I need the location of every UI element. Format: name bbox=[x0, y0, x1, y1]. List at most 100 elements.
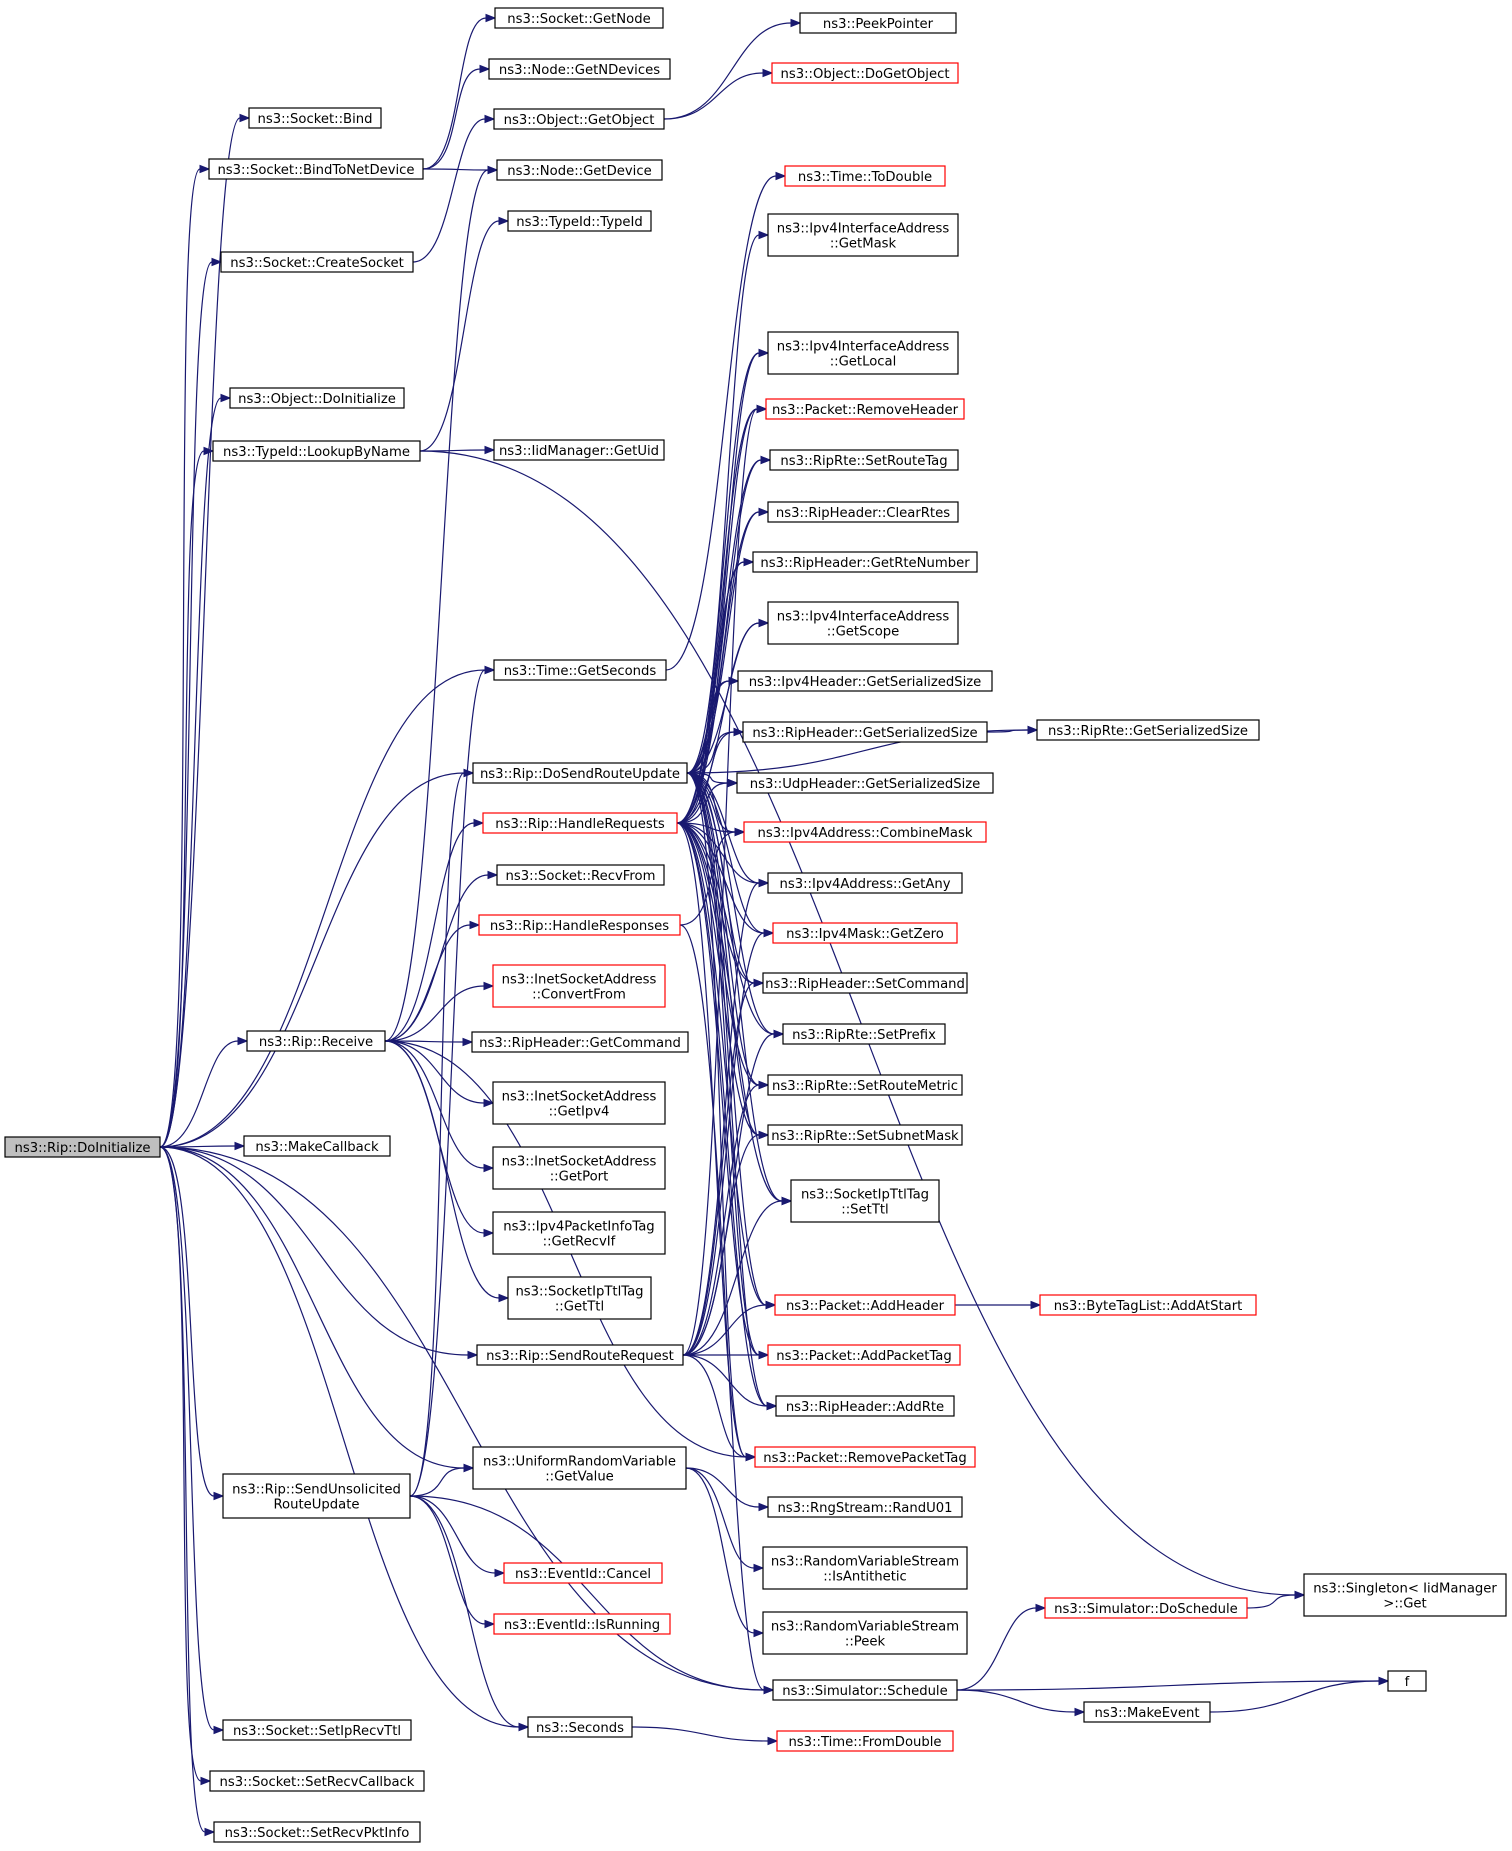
node-label: ns3::Ipv4Address::GetAny bbox=[779, 877, 950, 892]
node-rip-sendreq[interactable]: ns3::Rip::SendRouteRequest bbox=[476, 1344, 684, 1366]
node-hdr-getrtenum[interactable]: ns3::RipHeader::GetRteNumber bbox=[752, 551, 978, 573]
node-box bbox=[493, 108, 665, 130]
node-sock-bindnd[interactable]: ns3::Socket::BindToNetDevice bbox=[208, 158, 424, 180]
node-bytetag-addatstart[interactable]: ns3::ByteTagList::AddAtStart bbox=[1039, 1294, 1257, 1316]
node-pkt-removepackettag[interactable]: ns3::Packet::RemovePacketTag bbox=[754, 1446, 976, 1468]
node-label: ns3::RipHeader::SetCommand bbox=[765, 977, 965, 992]
node-sock-setrecvcb[interactable]: ns3::Socket::SetRecvCallback bbox=[209, 1770, 425, 1792]
node-box bbox=[472, 762, 688, 784]
node-label: ns3::Ipv4InterfaceAddress bbox=[777, 222, 950, 237]
node-obj-getobject[interactable]: ns3::Object::GetObject bbox=[493, 108, 665, 130]
node-ttltag-getttl[interactable]: ns3::SocketIpTtlTag::GetTtl bbox=[507, 1276, 652, 1320]
node-pktinfo-getrecvif[interactable]: ns3::Ipv4PacketInfoTag::GetRecvIf bbox=[492, 1211, 666, 1255]
node-urv-getvalue[interactable]: ns3::UniformRandomVariable::GetValue bbox=[472, 1446, 687, 1490]
call-edge bbox=[384, 1040, 495, 1173]
node-rvs-isantithetic[interactable]: ns3::RandomVariableStream::IsAntithetic bbox=[762, 1546, 968, 1590]
node-rvs-peek[interactable]: ns3::RandomVariableStream::Peek bbox=[762, 1611, 968, 1655]
node-rip-handlereq[interactable]: ns3::Rip::HandleRequests bbox=[482, 812, 678, 834]
node-node-getdevice[interactable]: ns3::Node::GetDevice bbox=[496, 159, 663, 181]
node-rip-handleresp[interactable]: ns3::Rip::HandleResponses bbox=[478, 914, 681, 936]
node-inet-getipv4[interactable]: ns3::InetSocketAddress::GetIpv4 bbox=[492, 1081, 666, 1125]
call-edge bbox=[663, 68, 774, 120]
node-time-getseconds[interactable]: ns3::Time::GetSeconds bbox=[493, 659, 667, 681]
node-box bbox=[243, 1135, 391, 1157]
node-singleton-get[interactable]: ns3::Singleton< IidManager >::Get bbox=[1303, 1573, 1507, 1617]
node-f[interactable]: f bbox=[1387, 1670, 1427, 1692]
node-udphdr-size[interactable]: ns3::UdpHeader::GetSerializedSize bbox=[736, 772, 994, 794]
node-riprte-size[interactable]: ns3::RipRte::GetSerializedSize bbox=[1036, 719, 1260, 741]
node-eventid-isrunning[interactable]: ns3::EventId::IsRunning bbox=[493, 1613, 671, 1635]
node-time-todouble[interactable]: ns3::Time::ToDouble bbox=[784, 165, 946, 187]
node-rng-randu01[interactable]: ns3::RngStream::RandU01 bbox=[767, 1496, 963, 1518]
node-eventid-cancel[interactable]: ns3::EventId::Cancel bbox=[503, 1562, 663, 1584]
node-inet-getport[interactable]: ns3::InetSocketAddress::GetPort bbox=[492, 1146, 666, 1190]
node-box bbox=[208, 158, 424, 180]
node-mask-getzero[interactable]: ns3::Ipv4Mask::GetZero bbox=[772, 922, 958, 944]
node-box bbox=[4, 1136, 161, 1158]
node-sock-setiprecvttl[interactable]: ns3::Socket::SetIpRecvTtl bbox=[222, 1719, 412, 1741]
node-label: ns3::TypeId::TypeId bbox=[516, 215, 643, 230]
node-time-fromdouble[interactable]: ns3::Time::FromDouble bbox=[776, 1730, 954, 1752]
node-seconds[interactable]: ns3::Seconds bbox=[527, 1716, 633, 1738]
call-edge bbox=[159, 1146, 216, 1837]
node-iid-getuid[interactable]: ns3::IidManager::GetUid bbox=[493, 439, 665, 461]
node-ifaddr-getlocal[interactable]: ns3::Ipv4InterfaceAddress::GetLocal bbox=[767, 331, 959, 375]
node-box bbox=[472, 1446, 687, 1490]
node-ttltag-setttl[interactable]: ns3::SocketIpTtlTag::SetTtl bbox=[790, 1179, 940, 1223]
call-edge bbox=[384, 981, 495, 1042]
node-node-getndev[interactable]: ns3::Node::GetNDevices bbox=[488, 58, 671, 80]
node-makecallback[interactable]: ns3::MakeCallback bbox=[243, 1135, 391, 1157]
node-hdr-clearrtes[interactable]: ns3::RipHeader::ClearRtes bbox=[767, 501, 959, 523]
node-obj-doinit[interactable]: ns3::Object::DoInitialize bbox=[229, 387, 405, 409]
node-root[interactable]: ns3::Rip::DoInitialize bbox=[4, 1136, 161, 1158]
node-typeid-typeid[interactable]: ns3::TypeId::TypeId bbox=[507, 210, 652, 232]
node-typeid-lookup[interactable]: ns3::TypeId::LookupByName bbox=[212, 440, 421, 462]
node-rte-setsubnetmask[interactable]: ns3::RipRte::SetSubnetMask bbox=[767, 1124, 963, 1146]
node-sock-setrecvpktinfo[interactable]: ns3::Socket::SetRecvPktInfo bbox=[213, 1821, 421, 1843]
node-hdr-getcommand[interactable]: ns3::RipHeader::GetCommand bbox=[471, 1031, 689, 1053]
node-rip-dosend[interactable]: ns3::Rip::DoSendRouteUpdate bbox=[472, 762, 688, 784]
node-obj-dogetobject[interactable]: ns3::Object::DoGetObject bbox=[771, 62, 959, 84]
node-sim-schedule[interactable]: ns3::Simulator::Schedule bbox=[772, 1679, 958, 1701]
node-box bbox=[776, 1730, 954, 1752]
node-riphdr-size[interactable]: ns3::RipHeader::GetSerializedSize bbox=[742, 721, 988, 743]
node-label: ns3::Object::GetObject bbox=[504, 113, 655, 128]
node-sim-doschedule[interactable]: ns3::Simulator::DoSchedule bbox=[1044, 1597, 1248, 1619]
node-box bbox=[752, 551, 978, 573]
node-rte-setroutemetric[interactable]: ns3::RipRte::SetRouteMetric bbox=[767, 1074, 963, 1096]
call-edge bbox=[159, 257, 223, 1148]
node-inet-convertfrom[interactable]: ns3::InetSocketAddress::ConvertFrom bbox=[492, 964, 666, 1008]
node-ipv4hdr-size[interactable]: ns3::Ipv4Header::GetSerializedSize bbox=[737, 670, 993, 692]
node-hdr-setcommand[interactable]: ns3::RipHeader::SetCommand bbox=[762, 972, 968, 994]
node-addr-combinemask[interactable]: ns3::Ipv4Address::CombineMask bbox=[743, 821, 987, 843]
node-box bbox=[494, 7, 664, 29]
call-edge bbox=[159, 1146, 479, 1360]
node-makeevent[interactable]: ns3::MakeEvent bbox=[1083, 1701, 1211, 1723]
call-edge bbox=[159, 768, 475, 1148]
node-pkt-addheader[interactable]: ns3::Packet::AddHeader bbox=[774, 1294, 956, 1316]
node-pkt-addpackettag[interactable]: ns3::Packet::AddPacketTag bbox=[767, 1344, 961, 1366]
node-pkt-removeheader[interactable]: ns3::Packet::RemoveHeader bbox=[765, 398, 965, 420]
node-sock-bind[interactable]: ns3::Socket::Bind bbox=[248, 107, 382, 129]
call-edge bbox=[419, 216, 510, 452]
node-rte-setroutetag[interactable]: ns3::RipRte::SetRouteTag bbox=[769, 449, 959, 471]
node-addr-getany[interactable]: ns3::Ipv4Address::GetAny bbox=[767, 872, 963, 894]
call-edge bbox=[682, 1354, 778, 1411]
node-sock-getnode[interactable]: ns3::Socket::GetNode bbox=[494, 7, 664, 29]
node-rip-receive[interactable]: ns3::Rip::Receive bbox=[246, 1030, 386, 1052]
edges-layer bbox=[159, 13, 1390, 1837]
node-sock-create[interactable]: ns3::Socket::CreateSocket bbox=[220, 251, 414, 273]
node-ifaddr-getmask[interactable]: ns3::Ipv4InterfaceAddress::GetMask bbox=[767, 213, 959, 257]
node-label: f bbox=[1405, 1675, 1410, 1690]
node-label: ns3::Node::GetNDevices bbox=[499, 63, 660, 78]
node-sock-recvfrom[interactable]: ns3::Socket::RecvFrom bbox=[496, 864, 665, 886]
node-box bbox=[736, 772, 994, 794]
node-peekptr[interactable]: ns3::PeekPointer bbox=[799, 12, 957, 34]
node-box bbox=[492, 1146, 666, 1190]
node-rte-setprefix[interactable]: ns3::RipRte::SetPrefix bbox=[782, 1023, 946, 1045]
node-ifaddr-getscope[interactable]: ns3::Ipv4InterfaceAddress::GetScope bbox=[767, 601, 959, 645]
node-hdr-addrte[interactable]: ns3::RipHeader::AddRte bbox=[775, 1395, 955, 1417]
node-label: ns3::RipHeader::GetSerializedSize bbox=[752, 726, 977, 741]
